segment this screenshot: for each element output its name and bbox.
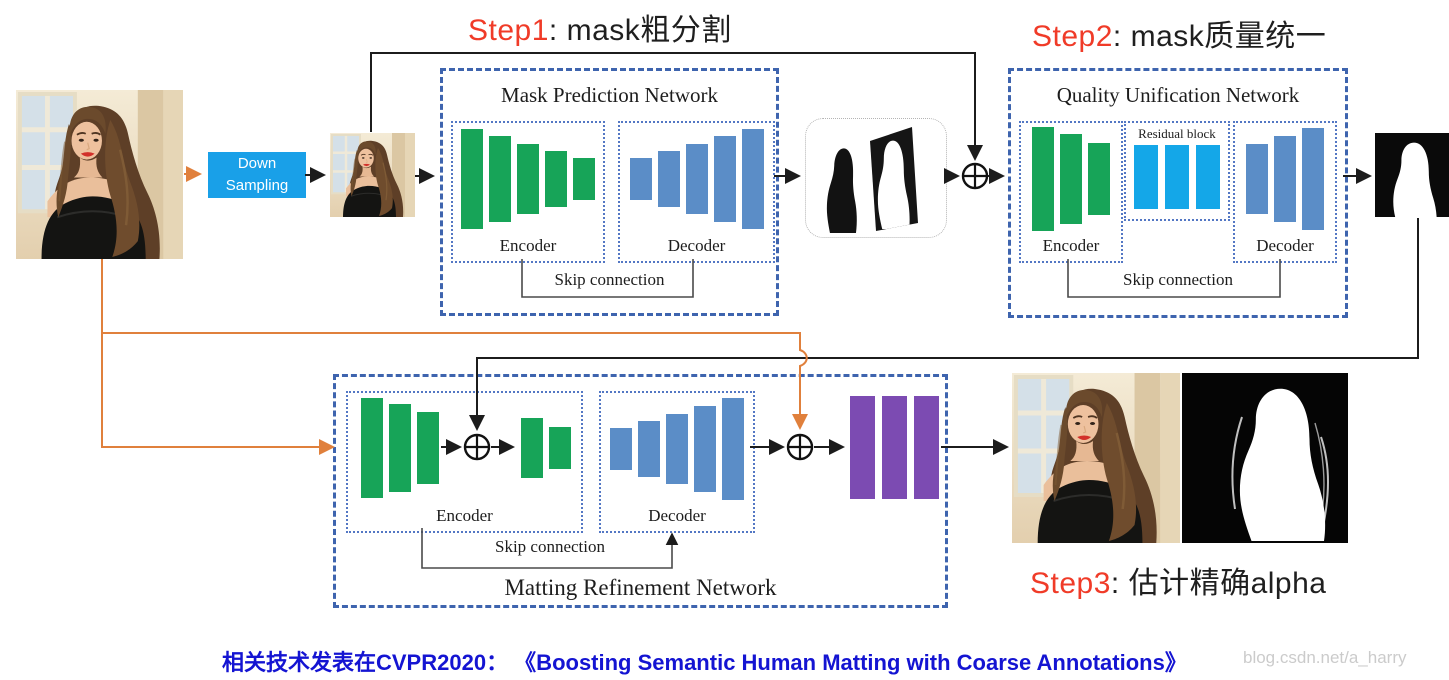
layer-bar [638,421,660,477]
step1-text: : mask粗分割 [548,14,732,47]
layer-bar [489,136,511,222]
output-photo [1012,373,1180,543]
layer-bar [685,144,708,214]
mpn-title: Mask Prediction Network [501,83,718,107]
layer-bar [461,129,483,229]
qun-residual-layers [1126,141,1228,213]
layer-bar [1302,128,1324,230]
input-photo [16,90,183,259]
coarse-mask-inverted [870,127,918,231]
output-alpha-matte [1182,373,1348,543]
layer-bar [417,412,439,484]
step2-text: : mask质量统一 [1112,20,1327,53]
layer-bar [629,158,652,200]
down-sampling-box: Down Sampling [208,152,306,198]
layer-bar [545,151,567,207]
mrn-decoder-label: Decoder [648,506,706,525]
downsampled-photo [330,133,415,217]
layer-bar [549,427,571,469]
step1-heading: Step1: mask粗分割 [468,5,732,49]
layer-bar [881,395,907,499]
mpn-decoder-layers [620,123,773,235]
qun-skip-label: Skip connection [1122,270,1233,289]
qun-decoder-label: Decoder [1256,236,1314,255]
layer-bar [1196,145,1220,209]
coarse-mask-pair [805,118,947,238]
mask-prediction-network-box: Mask Prediction Network Encoder Decoder … [440,68,779,316]
caption-text: 相关技术发表在CVPR2020： 《Boosting Semantic Huma… [222,650,1187,675]
layer-bar [521,418,543,478]
layer-bar [1032,127,1054,231]
mpn-skip-label: Skip connection [554,270,665,289]
step3-heading: Step3: 估计精确alpha [1030,558,1326,602]
mpn-decoder-label: Decoder [667,236,726,255]
mpn-encoder-layers [453,123,603,235]
mrn-title: Matting Refinement Network [504,575,777,600]
step2-heading: Step2: mask质量统一 [1032,11,1326,55]
step3-label: Step3 [1030,567,1111,600]
qun-residual-box: Residual block [1124,121,1230,221]
qun-encoder-layers [1021,123,1121,235]
mpn-encoder-box: Encoder [451,121,605,263]
layer-bar [713,136,736,222]
mrn-conv-layers [848,392,940,502]
layer-bar [1274,136,1296,222]
layer-bar [361,398,383,498]
qun-title: Quality Unification Network [1056,83,1300,107]
oplus-sum-1 [961,162,989,190]
mrn-encoder-layers-a [354,393,446,503]
mpn-decoder-box: Decoder [618,121,775,263]
line-photo-to-mrn [101,259,335,455]
layer-bar [1060,134,1082,224]
step2-label: Step2 [1032,20,1113,53]
qun-decoder-box: Decoder [1233,121,1337,263]
layer-bar [389,404,411,492]
mrn-skip-label: Skip connection [494,537,605,556]
mrn-decoder-box: Decoder [599,391,755,533]
layer-bar [1134,145,1158,209]
down-sampling-label: Down Sampling [225,155,289,194]
mrn-encoder-layers-b [518,393,574,503]
layer-bar [573,158,595,200]
qun-encoder-label: Encoder [1042,236,1100,255]
layer-bar [610,428,632,470]
layer-bar [1246,144,1268,214]
step1-label: Step1 [468,14,549,47]
mrn-encoder-box: Encoder [346,391,583,533]
layer-bar [849,395,875,499]
layer-bar [1088,143,1110,215]
mpn-encoder-label: Encoder [499,236,557,255]
coarse-mask-black-silhouette [825,148,860,233]
layer-bar [517,144,539,214]
layer-bar [666,414,688,484]
watermark-text: blog.csdn.net/a_harry [1243,648,1407,667]
qun-decoder-layers [1235,123,1335,235]
qun-encoder-box: Encoder [1019,121,1123,263]
step3-text: : 估计精确alpha [1110,567,1327,600]
layer-bar [722,398,744,500]
qun-residual-label: Residual block [1138,126,1216,141]
layer-bar [913,395,939,499]
quality-unification-network-box: Quality Unification Network Encoder Resi… [1008,68,1348,318]
layer-bar [657,151,680,207]
mrn-encoder-label: Encoder [436,506,493,525]
layer-bar [694,406,716,492]
layer-bar [1165,145,1189,209]
unified-mask-image [1375,133,1449,217]
mrn-decoder-layers [601,393,753,505]
layer-bar [741,129,764,229]
